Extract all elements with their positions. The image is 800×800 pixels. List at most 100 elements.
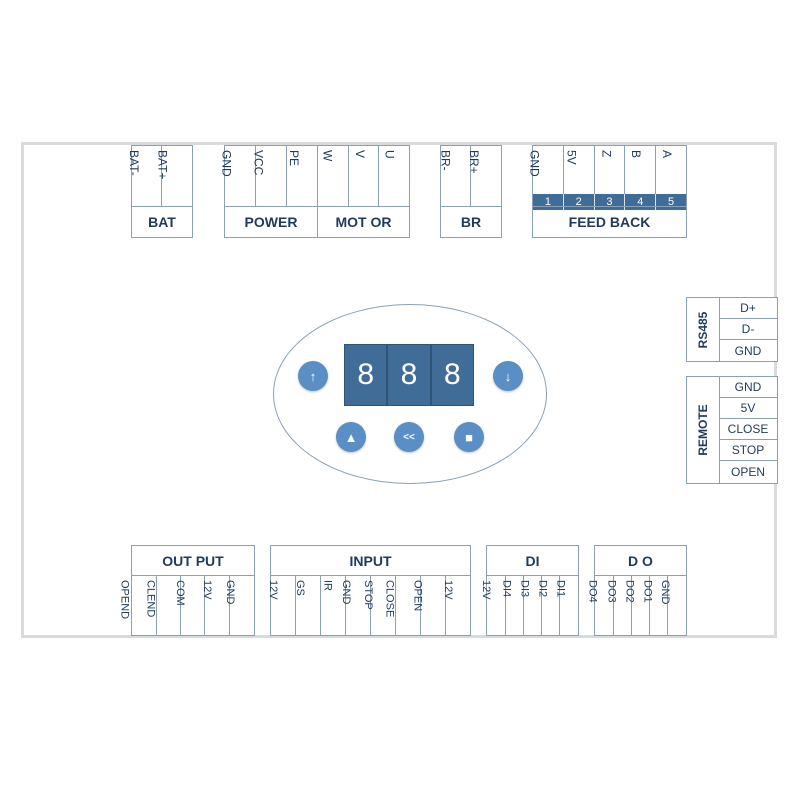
pin-input-ir: IR (321, 576, 346, 635)
rs485-label-cell: RS485 (687, 298, 720, 361)
pin-rs485-dminus: D- (719, 319, 777, 340)
back-button[interactable]: << (394, 422, 424, 452)
rs485-label: RS485 (696, 311, 710, 348)
pin-remote-stop: STOP (719, 440, 777, 461)
pin-label: BR- (438, 150, 453, 171)
pin-input-12v-2: 12V (442, 576, 470, 635)
pin-number: 3 (595, 194, 626, 210)
pin-input-gs: GS (294, 576, 321, 635)
pin-motor-u: U (379, 146, 409, 207)
pin-input-12v: 12V (267, 576, 296, 635)
feedback-terminal: GND 5V Z B A 1 2 3 4 5 FEED BACK (528, 145, 687, 238)
up-arrow-button[interactable]: ↑ (298, 361, 328, 391)
pin-remote-5v: 5V (719, 398, 777, 419)
pin-label: 12V (442, 580, 455, 600)
pin-label: 12V (267, 580, 280, 600)
pin-label: BAT- (126, 150, 141, 176)
pin-number: 2 (564, 194, 595, 210)
pin-di-di4: DI4 (500, 576, 524, 635)
pin-remote-gnd: GND (719, 377, 777, 398)
do-label: D O (595, 546, 686, 576)
pin-fb-z: Z (595, 146, 625, 194)
input-terminal: INPUT 12V GS IR GND STOP CLOSE OPEN 12V (267, 545, 471, 636)
pin-label: DO3 (605, 580, 618, 603)
pin-di-di1: DI1 (554, 576, 578, 635)
pin-do-do2: DO2 (623, 576, 650, 635)
down-arrow-icon: ↓ (504, 368, 512, 384)
down-arrow-button[interactable]: ↓ (493, 361, 523, 391)
pin-di-12v: 12V (480, 576, 506, 635)
pin-label: DO2 (623, 580, 636, 603)
bat-label: BAT (132, 206, 192, 237)
feedback-label: FEED BACK (533, 206, 686, 237)
pin-number: 4 (625, 194, 657, 210)
pin-output-opend: OPEND (118, 576, 157, 635)
pin-bat-plus: BAT+ (155, 146, 192, 207)
pin-label: DI3 (517, 580, 530, 598)
pin-di-di3: DI3 (518, 576, 542, 635)
display-digit: 8 (388, 345, 432, 405)
triangle-button[interactable]: ▲ (336, 422, 366, 452)
pin-output-12v: 12V (201, 576, 230, 635)
pin-rs485-gnd: GND (734, 343, 762, 358)
pin-rs485-dplus: D+ (719, 298, 777, 319)
pin-label: 12V (201, 580, 214, 600)
pin-number: 5 (668, 196, 675, 208)
pin-do-do1: DO1 (641, 576, 668, 635)
pin-br-plus: BR+ (467, 146, 501, 207)
br-terminal: BR- BR+ BR (438, 145, 502, 238)
pin-label: STOP (362, 580, 375, 610)
pin-label: A (659, 150, 674, 159)
pin-do-do3: DO3 (605, 576, 632, 635)
pin-number: 1 (533, 194, 564, 210)
pin-label: VCC (251, 150, 266, 176)
do-terminal: D O DO4 DO3 DO2 DO1 GND (587, 545, 687, 636)
up-arrow-icon: ↑ (309, 368, 317, 384)
pin-label: BR+ (467, 150, 482, 174)
di-terminal: DI 12V DI4 DI3 DI2 DI1 (480, 545, 579, 636)
remote-terminal: REMOTE GND 5V CLOSE STOP OPEN (686, 376, 778, 484)
pin-do-gnd: GND (659, 576, 686, 635)
pin-input-gnd: GND (340, 576, 371, 635)
pin-label: U (382, 150, 397, 159)
power-motor-terminal: GND VCC PE W V U POWER MOT OR (220, 145, 410, 238)
pin-br-minus: BR- (438, 146, 471, 207)
pin-fb-5v: 5V (564, 146, 595, 194)
pin-label: 12V (480, 580, 493, 600)
pin-label: BAT+ (155, 150, 170, 180)
pin-do-do4: DO4 (587, 576, 614, 635)
pin-label: GND (527, 150, 542, 177)
pin-di-di2: DI2 (536, 576, 560, 635)
pin-motor-w: W (318, 146, 349, 207)
pin-fb-a: A (656, 146, 686, 194)
pin-label: COM (173, 580, 186, 606)
pin-label: 5V (564, 150, 579, 165)
input-label: INPUT (271, 546, 470, 576)
di-label: DI (487, 546, 578, 576)
output-label: OUT PUT (132, 546, 254, 576)
pin-label: OPEND (118, 580, 131, 620)
pin-fb-b: B (625, 146, 656, 194)
square-button[interactable]: ■ (454, 422, 484, 452)
display-digit: 8 (345, 345, 389, 405)
bat-terminal: BAT- BAT+ BAT (127, 145, 193, 238)
pin-output-clend: CLEND (144, 576, 181, 635)
motor-label: MOT OR (318, 206, 409, 237)
pin-power-gnd: GND (220, 146, 256, 207)
remote-label-cell: REMOTE (687, 377, 720, 483)
seven-segment-display: 8 8 8 (344, 344, 474, 406)
pin-label: GND (339, 580, 352, 605)
pin-label: GND (219, 150, 234, 177)
pin-label: DI1 (554, 580, 567, 598)
remote-label: REMOTE (696, 404, 710, 456)
pin-label: GND (223, 580, 236, 605)
pin-output-com: COM (174, 576, 205, 635)
pin-label: DO4 (586, 580, 599, 603)
pin-motor-v: V (349, 146, 379, 207)
pin-output-gnd: GND (224, 576, 254, 635)
pin-label: IR (321, 580, 334, 591)
pin-label: V (352, 150, 367, 159)
pin-input-open: OPEN (411, 576, 446, 635)
pin-power-vcc: VCC (251, 146, 287, 207)
output-terminal: OUT PUT OPEND CLEND COM 12V GND (118, 545, 255, 636)
